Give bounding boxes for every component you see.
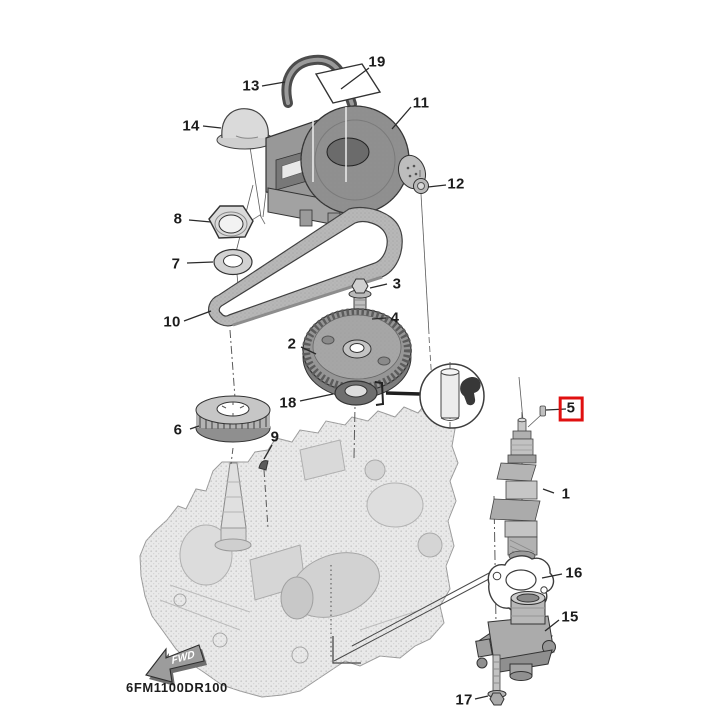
belt-cover-11	[265, 105, 427, 230]
timing-belt-10	[208, 206, 403, 327]
fwd-arrow: FWD	[145, 644, 207, 686]
crank-sprocket-6	[195, 395, 271, 443]
woodruff-key-9	[258, 460, 269, 471]
part-callout-18[interactable]: 18	[279, 394, 297, 412]
pump-driveshaft-1	[489, 417, 541, 570]
part-callout-6[interactable]: 6	[173, 421, 183, 439]
camshaft-gear-2	[302, 308, 412, 399]
part-callout-17[interactable]: 17	[455, 691, 473, 709]
part-callout-15[interactable]: 15	[561, 608, 579, 626]
hex-nut-8	[208, 205, 254, 239]
leader-lines	[183, 67, 567, 700]
part-callout-10[interactable]: 10	[163, 313, 181, 331]
part-callout-4[interactable]: 4	[390, 309, 400, 327]
drawing-number: 6FM1100DR100	[126, 680, 228, 695]
thrust-washer-18	[334, 380, 421, 406]
part-callout-19[interactable]: 19	[368, 53, 386, 71]
part-callout-14[interactable]: 14	[182, 117, 200, 135]
part-callout-5-highlighted[interactable]: 5	[558, 396, 584, 422]
pin-5	[539, 405, 546, 417]
washer-7	[213, 248, 253, 276]
rubber-cap-14	[216, 108, 274, 150]
part-callout-3[interactable]: 3	[392, 275, 402, 293]
part-callout-7[interactable]: 7	[171, 255, 181, 273]
part-callout-13[interactable]: 13	[242, 77, 260, 95]
nut-12	[413, 170, 429, 194]
part-callout-12[interactable]: 12	[447, 175, 465, 193]
part-callout-8[interactable]: 8	[173, 210, 183, 228]
part-callout-1[interactable]: 1	[561, 485, 571, 503]
bolt-17	[487, 654, 507, 706]
detail-balloon-pin	[419, 362, 485, 430]
part-callout-2[interactable]: 2	[287, 335, 297, 353]
part-callout-9[interactable]: 9	[270, 428, 280, 446]
part-callout-16[interactable]: 16	[565, 564, 583, 582]
part-callout-11[interactable]: 11	[412, 94, 430, 112]
crankshaft-taper	[214, 462, 252, 552]
oil-pump-15	[475, 591, 556, 681]
engine-block	[139, 400, 459, 698]
